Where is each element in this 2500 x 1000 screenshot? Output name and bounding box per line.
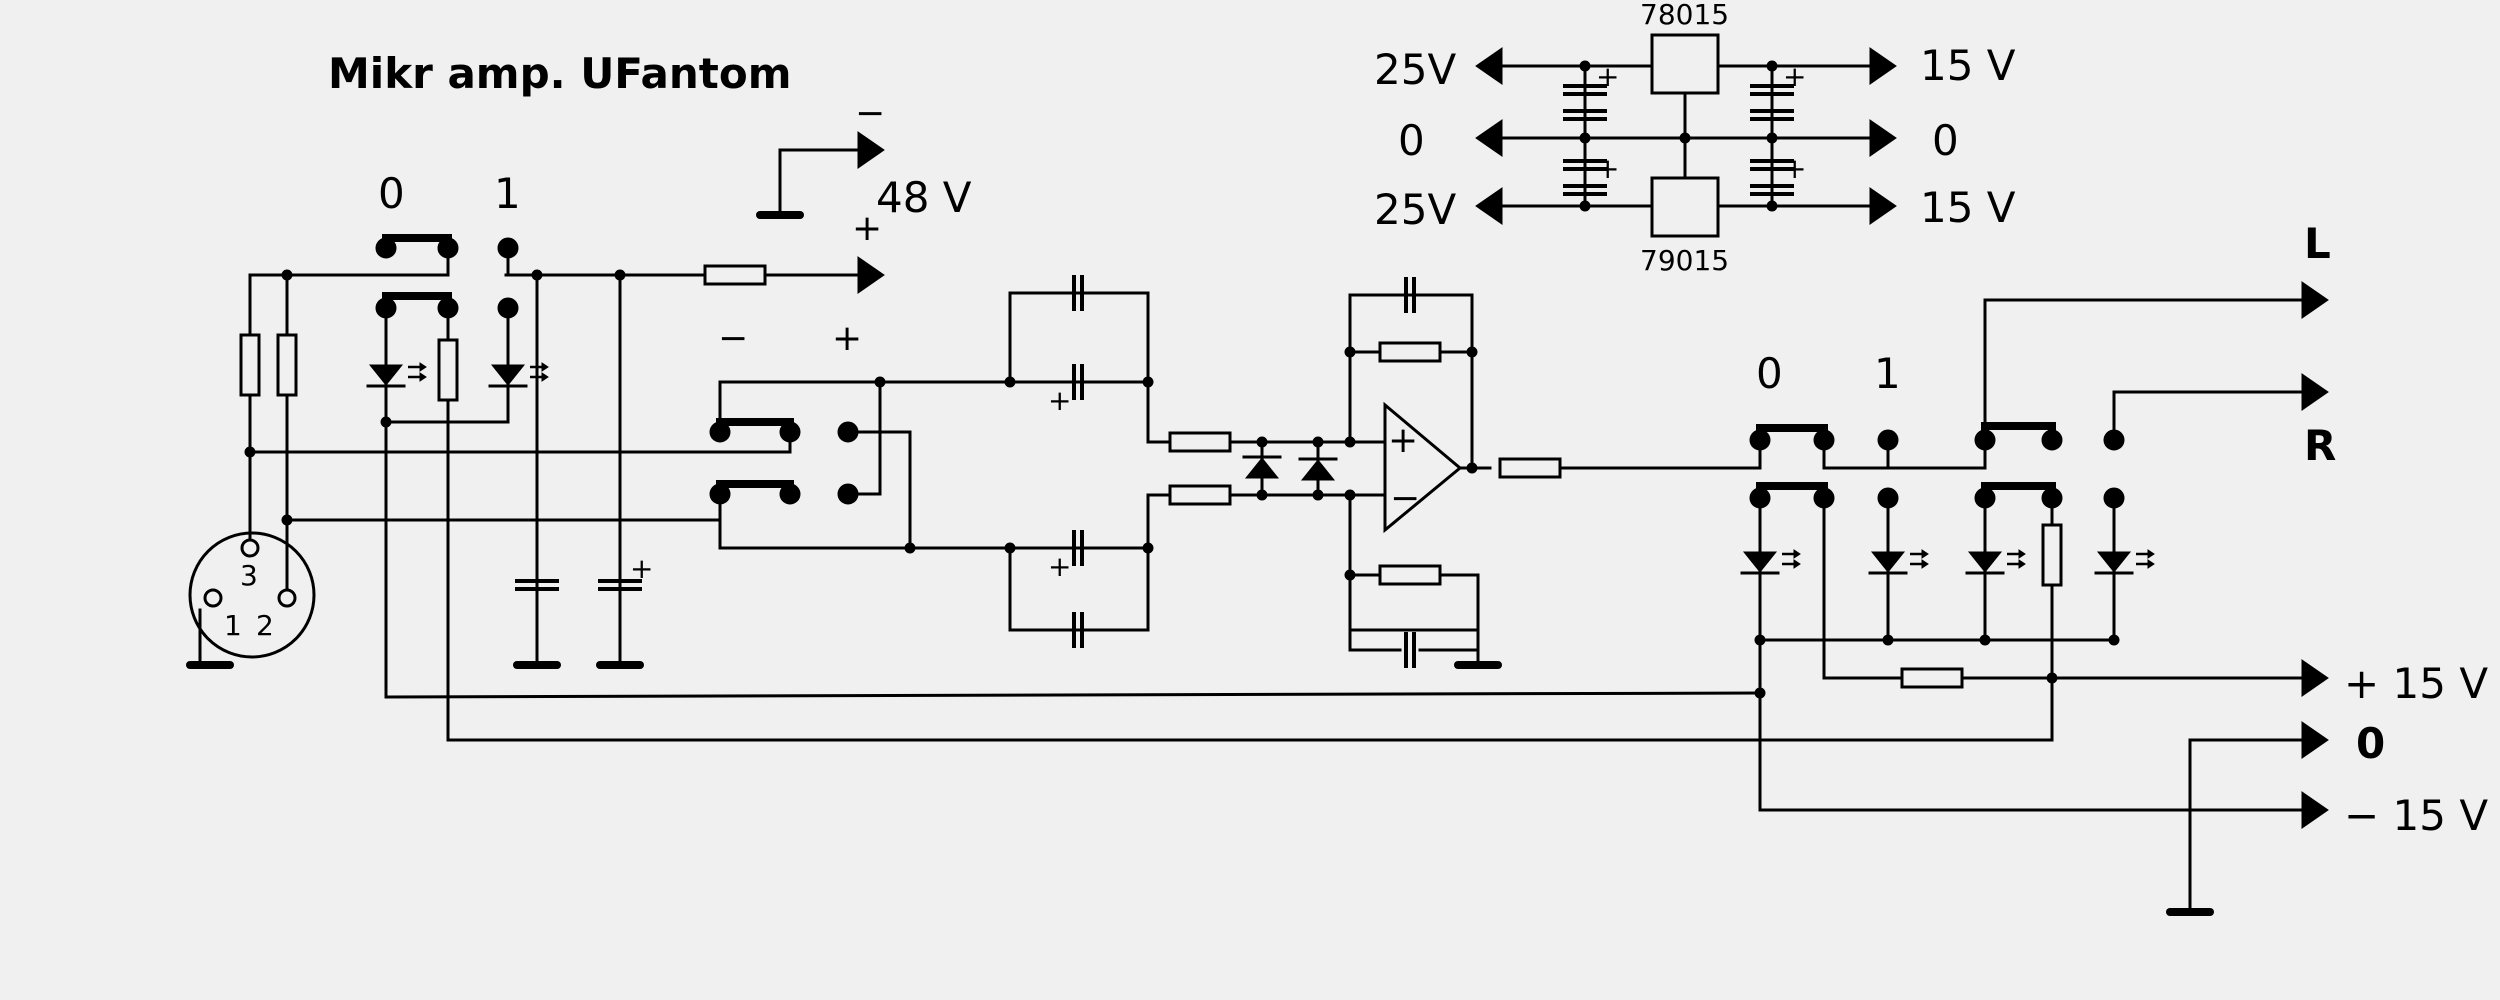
output-switch-on-label: 1 xyxy=(1874,349,1901,398)
phantom-cap-plus: + xyxy=(630,552,653,585)
coupling-cap-plus-2: + xyxy=(1048,550,1071,583)
output-zero-label: 0 xyxy=(2356,719,2385,768)
supply-cap-plus-4: + xyxy=(1783,152,1806,185)
polarity-minus: − xyxy=(718,318,748,359)
supply-out-pos: 15 V xyxy=(1920,41,2016,90)
xlr-pin-1: 1 xyxy=(224,609,242,642)
output-supply-rails: + 15 V 0 − 15 V xyxy=(1758,659,2488,912)
regulator-78015 xyxy=(1650,33,1720,95)
supply-in-pos: 25V xyxy=(1374,45,1456,94)
regulator-pos-label: 78015 xyxy=(1640,0,1729,31)
power-supply: 78015 79015 + + + + xyxy=(1374,0,2016,277)
supply-out-neg: 15 V xyxy=(1920,183,2016,232)
opamp-minus: − xyxy=(1390,478,1420,519)
xlr-pin-2: 2 xyxy=(256,609,274,642)
output-switch-off-label: 0 xyxy=(1756,349,1783,398)
regulator-79015 xyxy=(1650,176,1720,238)
opamp-stage: + − xyxy=(1344,275,1762,670)
output-switches: 0 1 L R xyxy=(1740,219,2336,812)
opamp xyxy=(1383,401,1463,534)
coupling-caps-lower: + xyxy=(1004,484,1352,650)
supply-out-zero: 0 xyxy=(1932,116,1959,165)
output-right-label: R xyxy=(2304,421,2336,470)
supply-in-neg: 25V xyxy=(1374,185,1456,234)
polarity-plus: + xyxy=(832,318,862,359)
output-plus15-label: + 15 V xyxy=(2344,659,2488,708)
xlr-pin-3: 3 xyxy=(240,559,258,592)
coupling-caps-upper: + xyxy=(1004,273,1352,453)
output-left-label: L xyxy=(2304,219,2331,268)
polarity-switch: − + xyxy=(709,318,1012,554)
indicator-return-wires xyxy=(384,687,2054,742)
regulator-neg-label: 79015 xyxy=(1640,244,1729,277)
output-minus15-label: − 15 V xyxy=(2344,791,2488,840)
supply-in-zero: 0 xyxy=(1398,116,1425,165)
xlr-input: 3 1 2 xyxy=(188,269,792,665)
schematic-title: Mikr amp. UFantom xyxy=(328,49,791,98)
opamp-plus: + xyxy=(1388,420,1418,461)
supply-cap-plus-2: + xyxy=(1596,152,1619,185)
phantom-plus: + xyxy=(852,208,882,249)
phantom-switch: 0 1 xyxy=(248,169,550,742)
supply-cap-plus-3: + xyxy=(1783,60,1806,93)
phantom-power-input: − 48 V + + xyxy=(504,93,972,665)
coupling-cap-plus-1: + xyxy=(1048,384,1071,417)
phantom-voltage: 48 V xyxy=(876,173,972,222)
phantom-switch-off-label: 0 xyxy=(378,169,405,218)
phantom-minus: − xyxy=(855,93,885,134)
xlr-connector xyxy=(188,531,316,659)
phantom-switch-on-label: 1 xyxy=(494,169,521,218)
protection-diodes xyxy=(1242,436,1338,501)
supply-cap-plus-1: + xyxy=(1596,60,1619,93)
